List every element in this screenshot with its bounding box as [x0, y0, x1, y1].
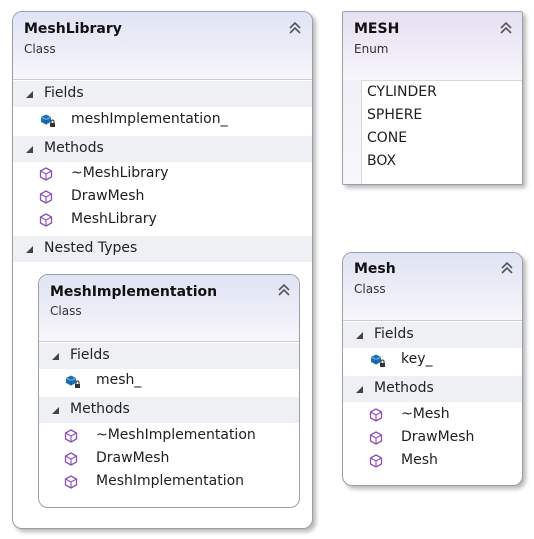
mesh-class-title: Mesh [354, 261, 396, 277]
fields-label: Fields [44, 85, 84, 101]
methods-section-header[interactable]: Methods [343, 376, 522, 402]
method-name: DrawMesh [71, 188, 145, 204]
method-name: MeshLibrary [71, 211, 157, 227]
enum-value[interactable]: CYLINDER [367, 84, 437, 100]
method-item[interactable]: ~Mesh [343, 405, 522, 427]
method-name: Mesh [401, 452, 438, 468]
enum-value[interactable]: CONE [367, 130, 408, 146]
field-item[interactable]: mesh_ [39, 371, 299, 393]
method-name: ~Mesh [401, 406, 450, 422]
method-cube-icon [39, 190, 53, 204]
collapse-chevron-icon[interactable] [277, 283, 291, 297]
methods-label: Methods [70, 401, 130, 417]
expand-triangle-icon[interactable] [51, 406, 60, 415]
expand-triangle-icon[interactable] [25, 145, 34, 154]
mesh-library-class-box[interactable]: MeshLibrary Class Fields meshImplementat… [12, 11, 313, 529]
method-name: DrawMesh [96, 450, 170, 466]
mesh-implementation-class-box[interactable]: MeshImplementation Class Fields mesh_ Me… [38, 274, 300, 508]
method-cube-icon [39, 213, 53, 227]
mesh-library-stereotype: Class [24, 42, 56, 56]
method-item[interactable]: Mesh [343, 451, 522, 473]
method-name: DrawMesh [401, 429, 475, 445]
nested-types-label: Nested Types [44, 240, 138, 256]
mesh-class-stereotype: Class [354, 282, 386, 296]
method-cube-icon [64, 475, 78, 489]
fields-section-header[interactable]: Fields [39, 343, 299, 369]
mesh-class-box[interactable]: Mesh Class Fields key_ Methods ~Mesh [342, 252, 523, 486]
methods-section-header[interactable]: Methods [13, 136, 312, 162]
method-name: ~MeshLibrary [71, 165, 169, 181]
method-cube-icon [369, 431, 383, 445]
method-item[interactable]: ~MeshLibrary [13, 164, 312, 186]
mesh-library-header[interactable]: MeshLibrary Class [13, 12, 312, 80]
collapse-chevron-icon[interactable] [288, 21, 302, 35]
method-cube-icon [64, 452, 78, 466]
method-cube-icon [369, 408, 383, 422]
method-name: ~MeshImplementation [96, 427, 256, 443]
expand-triangle-icon[interactable] [51, 352, 60, 361]
method-cube-icon [369, 454, 383, 468]
private-field-icon [40, 114, 55, 127]
mesh-enum-header[interactable]: MESH Enum [343, 12, 522, 80]
nested-types-section-header[interactable]: Nested Types [13, 236, 312, 262]
enum-values-area: CYLINDER SPHERE CONE BOX [361, 80, 522, 184]
method-item[interactable]: MeshImplementation [39, 472, 299, 494]
field-name: mesh_ [96, 372, 142, 388]
field-name: key_ [401, 351, 433, 367]
method-cube-icon [39, 167, 53, 181]
collapse-chevron-icon[interactable] [500, 261, 514, 275]
method-item[interactable]: DrawMesh [343, 428, 522, 450]
field-name: meshImplementation_ [71, 111, 228, 127]
fields-label: Fields [374, 326, 414, 342]
fields-section-header[interactable]: Fields [343, 322, 522, 348]
methods-section-header[interactable]: Methods [39, 397, 299, 423]
method-item[interactable]: ~MeshImplementation [39, 426, 299, 448]
method-name: MeshImplementation [96, 473, 245, 489]
method-item[interactable]: MeshLibrary [13, 210, 312, 232]
mesh-class-header[interactable]: Mesh Class [343, 253, 522, 321]
methods-label: Methods [44, 140, 104, 156]
mesh-enum-stereotype: Enum [354, 42, 389, 56]
expand-triangle-icon[interactable] [25, 90, 34, 99]
expand-triangle-icon[interactable] [25, 245, 34, 254]
private-field-icon [370, 354, 385, 367]
method-item[interactable]: DrawMesh [13, 187, 312, 209]
mesh-enum-box[interactable]: MESH Enum CYLINDER SPHERE CONE BOX [342, 11, 523, 185]
mesh-enum-title: MESH [354, 21, 400, 37]
collapse-chevron-icon[interactable] [499, 21, 513, 35]
methods-label: Methods [374, 380, 434, 396]
private-field-icon [65, 375, 80, 388]
method-item[interactable]: DrawMesh [39, 449, 299, 471]
field-item[interactable]: meshImplementation_ [13, 110, 312, 132]
enum-left-gutter [343, 80, 361, 184]
fields-section-header[interactable]: Fields [13, 81, 312, 107]
enum-value[interactable]: SPHERE [367, 107, 423, 123]
fields-label: Fields [70, 347, 110, 363]
mesh-library-title: MeshLibrary [24, 21, 122, 37]
field-item[interactable]: key_ [343, 350, 522, 372]
mesh-implementation-stereotype: Class [50, 304, 82, 318]
mesh-implementation-header[interactable]: MeshImplementation Class [39, 275, 299, 342]
mesh-implementation-title: MeshImplementation [50, 284, 218, 300]
method-cube-icon [64, 429, 78, 443]
enum-value[interactable]: BOX [367, 153, 397, 169]
expand-triangle-icon[interactable] [355, 385, 364, 394]
expand-triangle-icon[interactable] [355, 331, 364, 340]
